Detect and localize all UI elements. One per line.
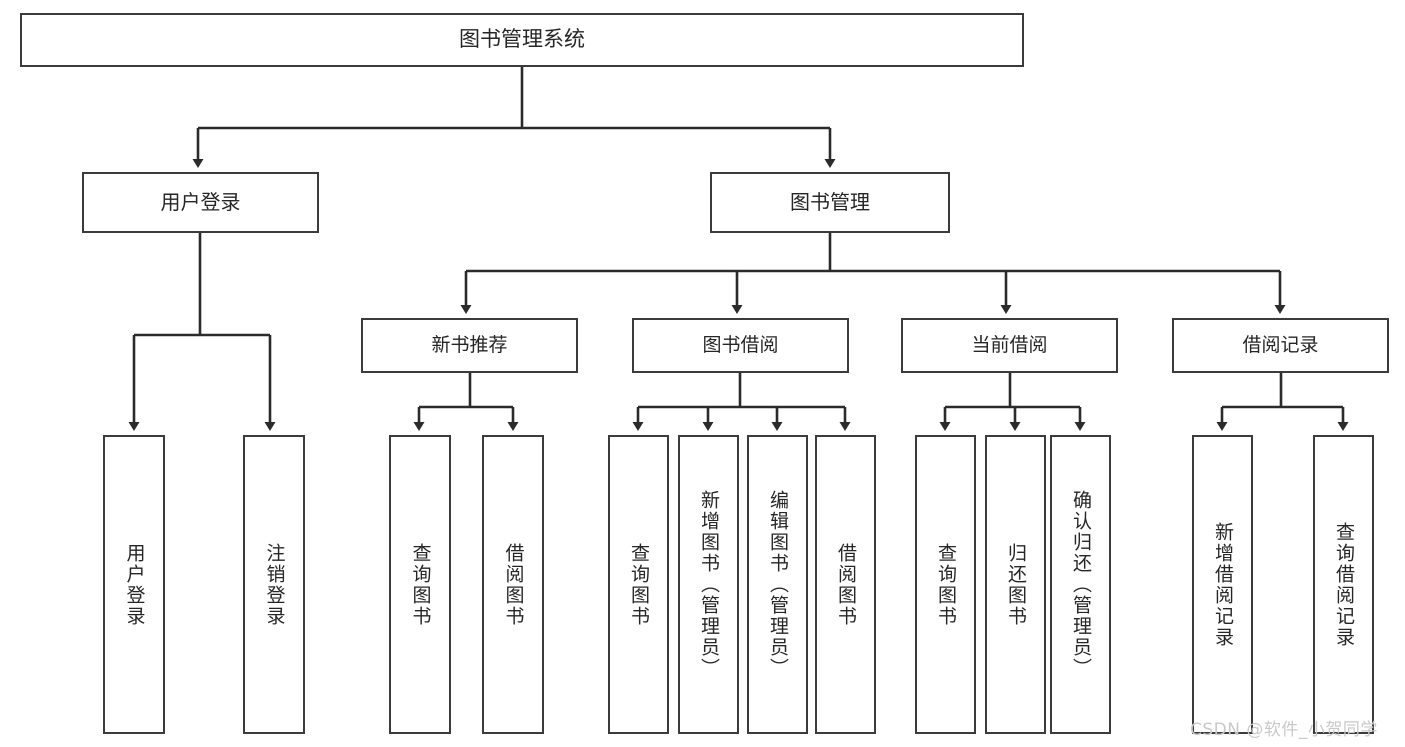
node-book-borrow-label: 图书借阅	[702, 333, 779, 356]
node-book-manage-label: 图书管理	[790, 190, 870, 215]
node-leaf-confirm-return[interactable]: 确认归还（管理员）	[1050, 435, 1111, 734]
node-leaf-edit-book[interactable]: 编辑图书（管理员）	[747, 435, 808, 734]
node-leaf-query-book-3-label: 查询图书	[935, 542, 957, 627]
node-leaf-query-book-1[interactable]: 查询图书	[389, 435, 451, 734]
node-leaf-borrow-book-1[interactable]: 借阅图书	[482, 435, 544, 734]
node-leaf-confirm-return-label: 确认归还（管理员）	[1070, 490, 1092, 679]
node-leaf-add-record[interactable]: 新增借阅记录	[1192, 435, 1253, 734]
node-leaf-user-login-label: 用户登录	[123, 542, 146, 627]
node-leaf-logout[interactable]: 注销登录	[243, 435, 305, 734]
node-leaf-add-book-label: 新增图书（管理员）	[698, 490, 720, 679]
node-leaf-borrow-book-2-label: 借阅图书	[835, 542, 857, 627]
node-leaf-add-book[interactable]: 新增图书（管理员）	[678, 435, 739, 734]
node-leaf-add-record-label: 新增借阅记录	[1212, 521, 1234, 648]
node-leaf-query-record-label: 查询借阅记录	[1333, 521, 1355, 648]
node-leaf-query-book-2-label: 查询图书	[628, 542, 650, 627]
csdn-watermark: CSDN @软件_小贺同学	[1190, 715, 1378, 740]
node-leaf-edit-book-label: 编辑图书（管理员）	[767, 490, 789, 679]
node-current-borrow[interactable]: 当前借阅	[901, 318, 1118, 373]
node-leaf-return-book-label: 归还图书	[1005, 542, 1027, 627]
node-root[interactable]: 图书管理系统	[20, 13, 1024, 67]
node-leaf-query-record[interactable]: 查询借阅记录	[1313, 435, 1374, 734]
node-new-book-recommend-label: 新书推荐	[431, 333, 508, 356]
node-user-login-label: 用户登录	[160, 190, 241, 215]
node-leaf-query-book-1-label: 查询图书	[409, 542, 432, 627]
node-leaf-query-book-2[interactable]: 查询图书	[608, 435, 669, 734]
node-leaf-borrow-book-1-label: 借阅图书	[502, 542, 525, 627]
node-leaf-user-login[interactable]: 用户登录	[103, 435, 165, 734]
node-book-borrow[interactable]: 图书借阅	[632, 318, 849, 373]
node-leaf-return-book[interactable]: 归还图书	[985, 435, 1046, 734]
node-leaf-query-book-3[interactable]: 查询图书	[915, 435, 976, 734]
node-borrow-record[interactable]: 借阅记录	[1172, 318, 1389, 373]
csdn-watermark-text: CSDN @软件_小贺同学	[1190, 720, 1378, 740]
node-user-login[interactable]: 用户登录	[82, 172, 319, 233]
node-book-manage[interactable]: 图书管理	[710, 172, 950, 233]
node-current-borrow-label: 当前借阅	[971, 333, 1048, 356]
node-borrow-record-label: 借阅记录	[1242, 333, 1319, 356]
node-new-book-recommend[interactable]: 新书推荐	[361, 318, 578, 373]
node-leaf-borrow-book-2[interactable]: 借阅图书	[815, 435, 876, 734]
node-root-label: 图书管理系统	[459, 27, 585, 52]
node-leaf-logout-label: 注销登录	[263, 542, 286, 627]
